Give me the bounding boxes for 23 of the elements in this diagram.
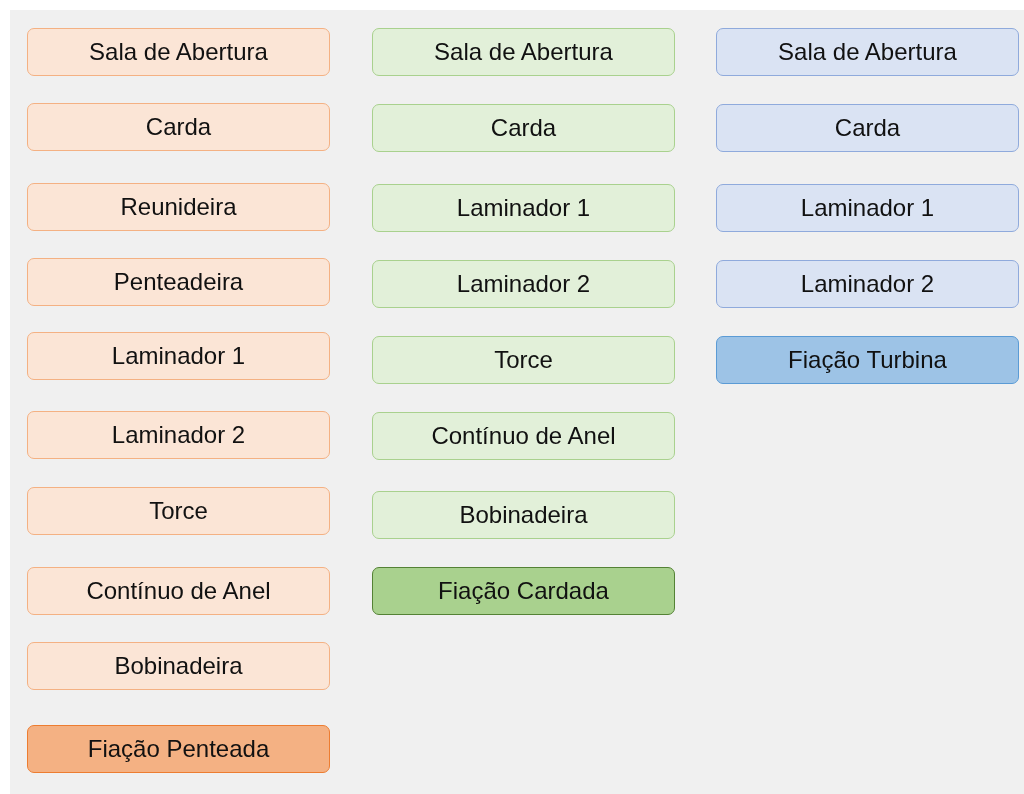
process-box: Torce	[372, 336, 675, 384]
process-box: Torce	[27, 487, 330, 535]
process-box: Laminador 2	[27, 411, 330, 459]
process-box: Carda	[372, 104, 675, 152]
process-box: Contínuo de Anel	[372, 412, 675, 460]
process-box: Laminador 2	[372, 260, 675, 308]
process-box: Fiação Cardada	[372, 567, 675, 615]
process-box: Sala de Abertura	[27, 28, 330, 76]
process-box: Carda	[27, 103, 330, 151]
process-box: Fiação Turbina	[716, 336, 1019, 384]
process-box: Contínuo de Anel	[27, 567, 330, 615]
process-box: Penteadeira	[27, 258, 330, 306]
process-box: Sala de Abertura	[372, 28, 675, 76]
process-box: Carda	[716, 104, 1019, 152]
process-box: Sala de Abertura	[716, 28, 1019, 76]
process-box: Bobinadeira	[372, 491, 675, 539]
process-box: Fiação Penteada	[27, 725, 330, 773]
process-box: Laminador 2	[716, 260, 1019, 308]
process-box: Laminador 1	[27, 332, 330, 380]
process-box: Bobinadeira	[27, 642, 330, 690]
process-box: Laminador 1	[372, 184, 675, 232]
process-box: Laminador 1	[716, 184, 1019, 232]
process-box: Reunideira	[27, 183, 330, 231]
